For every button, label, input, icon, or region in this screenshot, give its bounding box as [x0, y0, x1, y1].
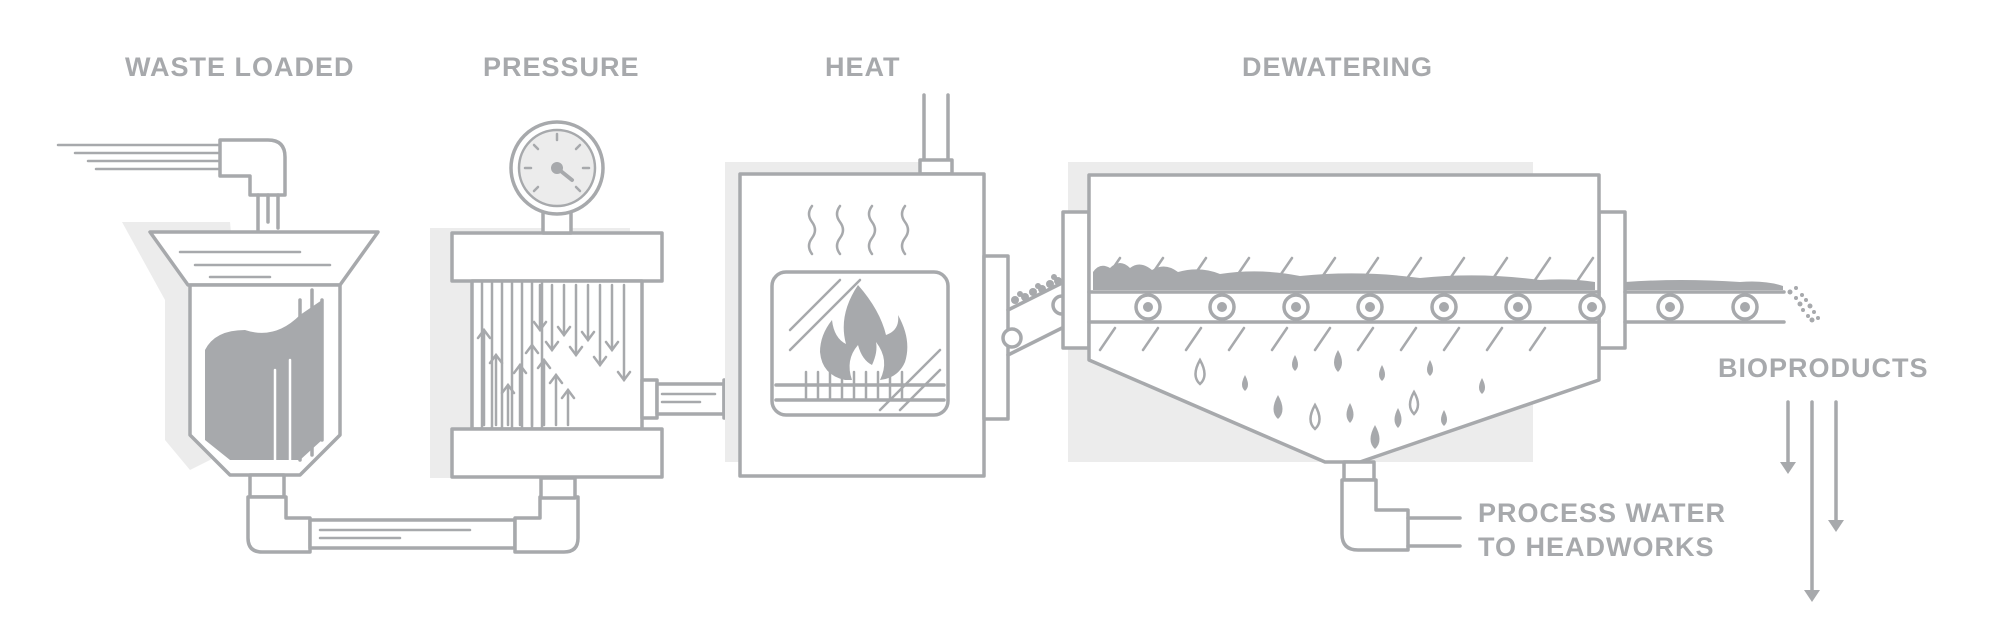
oven-icon	[725, 93, 1010, 478]
conveyor-icon	[1623, 280, 1820, 324]
hopper-outlet	[248, 473, 286, 499]
pipe-elbow-icon	[56, 138, 287, 232]
water-drop-icon	[1194, 350, 1485, 449]
stage-label-dewatering: DEWATERING	[1242, 52, 1433, 82]
output-label-process-water-line1: PROCESS WATER	[1478, 498, 1726, 528]
stage-label-pressure: PRESSURE	[483, 52, 640, 82]
pipe-elbow-icon	[640, 378, 741, 420]
dewatering-tank	[1061, 162, 1627, 552]
stage-label-heat: HEAT	[825, 52, 901, 82]
pressure-gauge-icon	[509, 120, 605, 235]
solids-layer	[1093, 263, 1595, 290]
waste-fill	[205, 300, 322, 460]
stage-label-waste-loaded: WASTE LOADED	[125, 52, 355, 82]
vessel-bottom-flange	[450, 427, 664, 479]
flame-icon	[820, 285, 908, 380]
down-arrow-icon	[1780, 400, 1844, 602]
heat-waves	[807, 204, 910, 256]
pressure-up-arrows	[476, 327, 576, 427]
pipe-elbow-icon	[1340, 478, 1462, 552]
belt-rollers	[1134, 293, 1606, 321]
conveyor-icon	[1001, 274, 1073, 357]
pressure-down-arrows	[532, 283, 632, 383]
output-label-bioproducts: BIOPRODUCTS	[1718, 353, 1929, 383]
pipe-elbow-icon	[246, 476, 580, 554]
pressure-vessel-icon	[430, 228, 664, 479]
vessel-top-flange	[450, 231, 664, 283]
output-label-process-water-line2: TO HEADWORKS	[1478, 532, 1715, 562]
hopper-icon	[56, 138, 380, 499]
